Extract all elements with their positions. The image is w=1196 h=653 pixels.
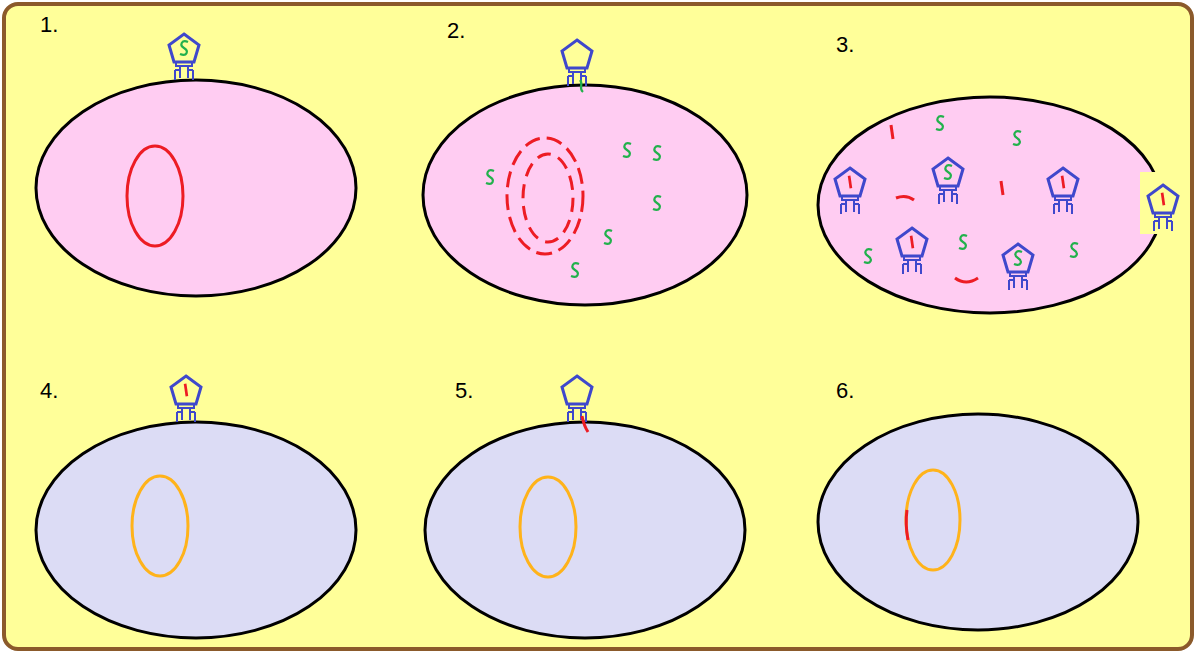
panel-number: 3. <box>836 34 854 56</box>
panel-3-assembly-lysis <box>818 97 1180 313</box>
red-fragments <box>891 125 1003 282</box>
transducing-phage <box>171 376 201 422</box>
phage <box>933 158 963 204</box>
panel-number: 5. <box>455 380 473 402</box>
panel-4-new-infection <box>36 376 356 638</box>
transducing-phage <box>897 228 927 274</box>
donor-chromosome <box>127 146 183 246</box>
recipient-chromosome <box>520 477 576 577</box>
lysing-cell <box>818 97 1162 313</box>
phage <box>169 34 199 80</box>
phage-dna <box>486 143 661 277</box>
recombinant-chromosome <box>906 470 960 570</box>
transducing-phage <box>1048 168 1078 214</box>
phage <box>562 40 592 86</box>
donor-cell <box>423 85 747 305</box>
released-phage <box>1148 185 1178 231</box>
phage <box>1003 244 1033 290</box>
fragmented-chromosome <box>523 154 573 242</box>
donor-cell <box>36 80 356 296</box>
panel-1-infection <box>36 34 356 296</box>
panel-2-degradation <box>423 40 747 305</box>
panel-6-recombination <box>818 414 1138 630</box>
panel-5-injection <box>425 376 745 638</box>
injected-dna <box>580 80 583 92</box>
background-frame <box>4 4 1192 649</box>
recipient-cell <box>36 422 356 638</box>
panel-number: 6. <box>836 380 854 402</box>
lysis-gap <box>1140 172 1180 234</box>
integrated-donor-dna <box>906 510 908 540</box>
transducing-phage <box>835 168 865 214</box>
fragmented-chromosome <box>507 138 583 254</box>
panel-number: 4. <box>40 380 58 402</box>
injected-donor-dna <box>582 416 588 432</box>
panel-number: 2. <box>447 20 465 42</box>
recipient-chromosome <box>132 476 188 576</box>
recipient-cell <box>818 414 1138 630</box>
phage <box>562 376 592 422</box>
recipient-cell <box>425 422 745 638</box>
panel-number: 1. <box>40 14 58 36</box>
